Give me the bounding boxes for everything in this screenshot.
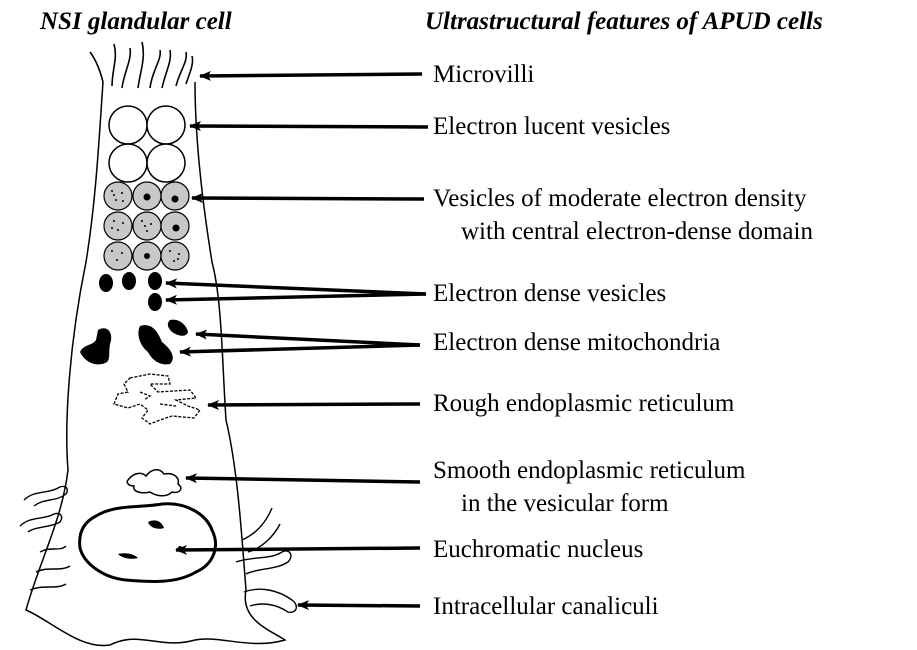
- label-line: Electron dense vesicles: [433, 277, 666, 310]
- rough-endoplasmic-reticulum: [114, 374, 200, 424]
- lucent-vesicles: [109, 106, 185, 182]
- arrow-nucleus: [176, 548, 420, 550]
- euchromatic-nucleus: [80, 504, 216, 582]
- cell-title: NSI glandular cell: [40, 8, 232, 36]
- label-rough-er: Rough endoplasmic reticulum: [433, 387, 734, 420]
- arrow-dense-1: [166, 283, 426, 294]
- arrow-mito-2: [180, 345, 420, 352]
- arrow-lucent: [190, 126, 428, 127]
- label-line: Smooth endoplasmic reticulum: [433, 454, 745, 487]
- microvilli: [90, 42, 193, 88]
- arrow-canaliculi: [298, 605, 420, 606]
- label-line: Vesicles of moderate electron density: [433, 182, 813, 215]
- label-dense-vesicles: Electron dense vesicles: [433, 277, 666, 310]
- arrow-rough-er: [208, 404, 420, 405]
- label-lucent-vesicles: Electron lucent vesicles: [433, 110, 670, 143]
- arrow-mito-1: [196, 334, 420, 345]
- label-canaliculi: Intracellular canaliculi: [433, 590, 659, 623]
- arrow-moderate: [192, 198, 424, 199]
- moderate-density-vesicles: [104, 182, 189, 270]
- label-line: in the vesicular form: [433, 487, 745, 520]
- dense-vesicles: [99, 272, 162, 311]
- label-line: Rough endoplasmic reticulum: [433, 387, 734, 420]
- features-title: Ultrastructural features of APUD cells: [425, 8, 823, 36]
- arrow-dense-2: [166, 294, 426, 300]
- label-line: Microvilli: [433, 58, 534, 91]
- label-smooth-er: Smooth endoplasmic reticulum in the vesi…: [433, 454, 745, 520]
- dense-mitochondria: [80, 320, 188, 365]
- arrow-microvilli: [200, 74, 422, 76]
- label-line: Euchromatic nucleus: [433, 533, 643, 566]
- label-euchromatic-nucleus: Euchromatic nucleus: [433, 533, 643, 566]
- label-dense-mitochondria: Electron dense mitochondria: [433, 326, 720, 359]
- label-line: Electron dense mitochondria: [433, 326, 720, 359]
- arrow-smooth-er: [186, 478, 420, 482]
- label-microvilli: Microvilli: [433, 58, 534, 91]
- smooth-endoplasmic-reticulum: [127, 470, 181, 496]
- label-line: with central electron-dense domain: [433, 215, 813, 248]
- label-line: Electron lucent vesicles: [433, 110, 670, 143]
- label-line: Intracellular canaliculi: [433, 590, 659, 623]
- leader-arrows: [166, 74, 428, 606]
- label-moderate-vesicles: Vesicles of moderate electron density wi…: [433, 182, 813, 248]
